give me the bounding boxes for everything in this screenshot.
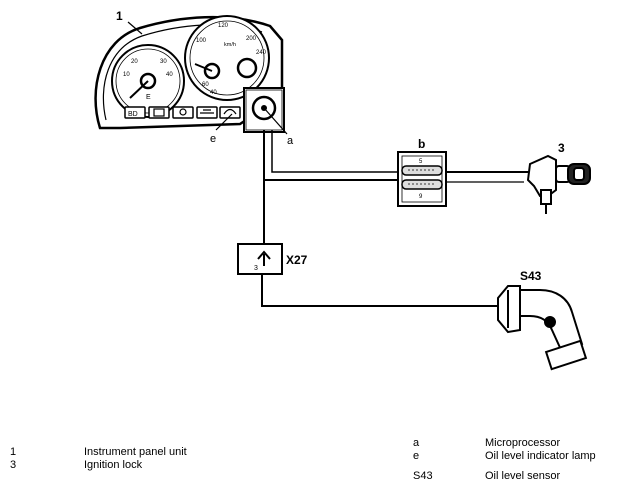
legend-desc: Instrument panel unit — [84, 446, 187, 458]
legend-row: 1 Instrument panel unit — [0, 446, 330, 459]
speedo-mark-60: 60 — [202, 82, 209, 88]
warning-lamp-row — [124, 106, 241, 119]
tach-mark-20: 20 — [131, 59, 138, 65]
x27-pin-3: 3 — [254, 265, 258, 272]
legend-row: S43 Oil level sensor — [410, 470, 640, 483]
legend-desc: Oil level sensor — [485, 470, 561, 482]
speedo-mark-100: 100 — [196, 38, 207, 44]
label-instrument-cluster: 1 — [116, 9, 123, 23]
label-sensor-s43: S43 — [520, 269, 542, 283]
speedo-mark-240: 240 — [256, 50, 267, 56]
fuel-mark: E — [146, 94, 151, 101]
wire-x27-to-s43 — [261, 274, 498, 307]
connector-b-pin-9: 9 — [419, 194, 423, 200]
warning-lamp-3 — [172, 106, 194, 119]
speedometer-gauge: 120 km/h 100 200 60 40 240 — [184, 15, 270, 101]
legend-key: e — [413, 450, 420, 462]
legend-key: 1 — [10, 446, 17, 458]
tach-mark-10: 10 — [123, 72, 130, 78]
oil-level-sensor-s43 — [497, 285, 588, 371]
legend-left: 1 Instrument panel unit 3 Ignition lock — [0, 446, 330, 496]
connector-b-pin-5: 5 — [419, 159, 423, 165]
legend-row: a Microprocessor — [410, 437, 640, 450]
leader-lines — [127, 21, 288, 135]
legend-row: 3 Ignition lock — [0, 459, 330, 472]
label-point-e: e — [210, 133, 216, 145]
connector-x27 — [237, 243, 283, 275]
legend-key: a — [413, 437, 420, 449]
warning-lamp-1 — [124, 106, 146, 119]
legend-key: 3 — [10, 459, 17, 471]
legend-key: S43 — [413, 470, 433, 482]
legend-row: e Oil level indicator lamp — [410, 450, 640, 470]
ignition-lock — [526, 154, 591, 214]
label-connector-x27: X27 — [286, 253, 308, 267]
wiring — [261, 130, 530, 307]
connector-b — [397, 151, 447, 207]
warn-lamp-1-label: BD — [128, 111, 138, 118]
label-point-a: a — [287, 135, 294, 147]
speedo-mark-40: 40 — [210, 90, 217, 96]
tach-mark-40: 40 — [166, 72, 173, 78]
label-ignition-lock: 3 — [558, 141, 565, 155]
speedo-mark-200: 200 — [246, 36, 257, 42]
legend-desc: Oil level indicator lamp — [485, 450, 596, 462]
lamp-icons — [153, 108, 237, 117]
microprocessor-a — [243, 87, 285, 133]
wire-cluster-to-b-bottom — [271, 130, 398, 173]
label-connector-b: b — [418, 137, 425, 151]
oil-level-indicator-lamp — [219, 106, 241, 119]
tachometer-gauge: 20 30 10 40 E — [111, 44, 185, 118]
speedo-mark-120: 120 — [218, 23, 229, 29]
wiring-diagram: 20 30 10 40 E 120 km/h 100 200 60 40 240… — [94, 9, 591, 371]
legend-desc: Ignition lock — [84, 459, 143, 471]
tach-mark-30: 30 — [160, 59, 167, 65]
legend-desc: Microprocessor — [485, 437, 561, 449]
speedo-unit: km/h — [224, 42, 236, 48]
legend-right: a Microprocessor e Oil level indicator l… — [410, 437, 640, 493]
